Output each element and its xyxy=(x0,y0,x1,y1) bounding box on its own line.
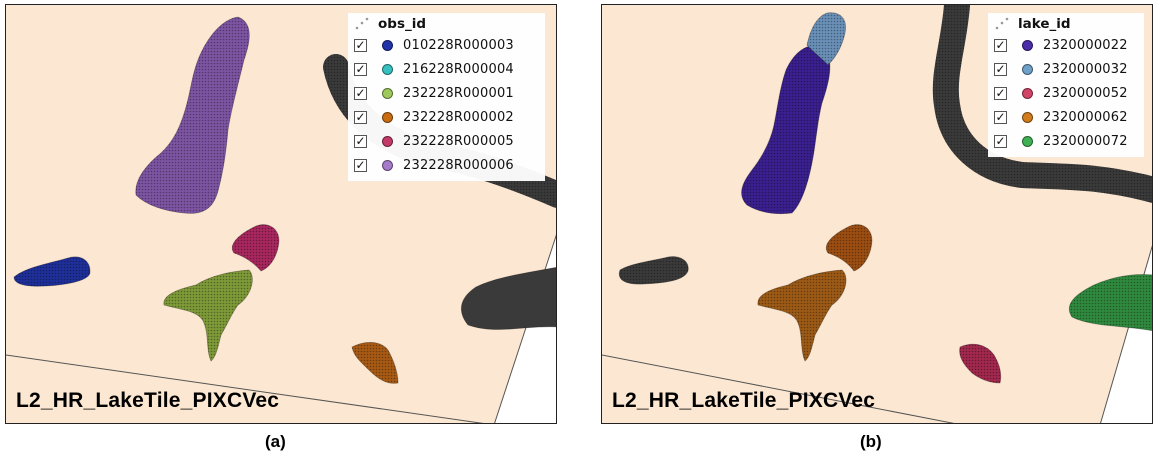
legend-item-label: 2320000022 xyxy=(1043,37,1128,53)
river-feature-right[interactable] xyxy=(460,266,557,330)
legend-item-label: 216228R000004 xyxy=(403,61,514,77)
legend-color-swatch xyxy=(382,87,393,99)
legend-item[interactable]: ✓ 2320000032 xyxy=(992,57,1138,81)
legend-item[interactable]: ✓ 232228R000001 xyxy=(352,81,539,105)
lake-obs-232228R000002-texture xyxy=(352,342,398,384)
legend-item-label: 2320000032 xyxy=(1043,61,1128,77)
legend-item-label: 2320000062 xyxy=(1043,109,1128,125)
panel-tag-a: (a) xyxy=(265,432,286,451)
legend-item[interactable]: ✓ 232228R000002 xyxy=(352,105,539,129)
legend-item[interactable]: ✓ 2320000062 xyxy=(992,105,1138,129)
tile-boundary-line xyxy=(6,354,484,423)
legend-item[interactable]: ✓ 2320000072 xyxy=(992,129,1138,153)
legend-panel-b: lake_id ✓ 2320000022 ✓ 2320000032 ✓ 232000005… xyxy=(988,13,1144,157)
legend-title-text: lake_id xyxy=(1018,16,1071,32)
no-data-area xyxy=(1100,246,1152,423)
lake-id-2320000032-texture xyxy=(807,12,846,65)
points-layer-icon xyxy=(355,17,369,30)
legend-item-label: 2320000072 xyxy=(1043,133,1128,149)
lake-obs-232228R000001-texture xyxy=(163,270,253,361)
legend-item-checkbox[interactable]: ✓ xyxy=(354,157,367,172)
legend-color-swatch xyxy=(382,63,393,75)
legend-color-swatch xyxy=(382,135,393,147)
legend-color-swatch xyxy=(382,39,393,51)
legend-item[interactable]: ✓ 232228R000006 xyxy=(352,153,539,177)
legend-item[interactable]: ✓ 216228R000004 xyxy=(352,57,539,81)
panel-caption: L2_HR_LakeTile_PIXCVec xyxy=(16,389,280,412)
tile-boundary-line xyxy=(1100,245,1152,423)
panel-caption: L2_HR_LakeTile_PIXCVec xyxy=(612,389,876,412)
legend-item[interactable]: ✓ 2320000022 xyxy=(992,33,1138,57)
lake-id-2320000052-texture xyxy=(959,344,1001,383)
lake-obs-232228R000006-texture xyxy=(135,17,250,214)
legend-item-label: 010228R000003 xyxy=(403,37,514,53)
lake-id-2320000062-texture xyxy=(757,270,847,361)
legend-item-label: 232228R000002 xyxy=(403,109,514,125)
lake-obs-010228R000003-texture xyxy=(14,256,91,287)
legend-title: obs_id xyxy=(352,15,539,33)
map-panel-b[interactable]: lake_id ✓ 2320000022 ✓ 2320000032 ✓ 232000005… xyxy=(601,4,1153,424)
legend-color-swatch xyxy=(1022,135,1033,147)
legend-item-checkbox[interactable]: ✓ xyxy=(354,61,367,76)
legend-item-checkbox[interactable]: ✓ xyxy=(354,109,367,124)
legend-item-label: 232228R000005 xyxy=(403,133,514,149)
legend-item[interactable]: ✓ 2320000052 xyxy=(992,81,1138,105)
legend-color-swatch xyxy=(382,159,393,171)
points-layer-icon xyxy=(995,17,1009,30)
legend-color-swatch xyxy=(382,111,393,123)
legend-item-checkbox[interactable]: ✓ xyxy=(994,109,1007,124)
lake-unassigned-left-texture xyxy=(619,256,689,285)
legend-item-checkbox[interactable]: ✓ xyxy=(994,85,1007,100)
legend-color-swatch xyxy=(1022,63,1033,75)
map-panel-a[interactable]: obs_id ✓ 010228R000003 ✓ 216228R000004 ✓ 2322… xyxy=(5,4,557,424)
panel-tag-b: (b) xyxy=(860,432,882,451)
lake-obs-232228R000005-texture xyxy=(232,224,279,271)
legend-item-label: 2320000052 xyxy=(1043,85,1128,101)
legend-panel-a: obs_id ✓ 010228R000003 ✓ 216228R000004 ✓ 2322… xyxy=(348,13,545,181)
legend-item-label: 232228R000006 xyxy=(403,157,514,173)
legend-item-checkbox[interactable]: ✓ xyxy=(354,37,367,52)
legend-color-swatch xyxy=(1022,111,1033,123)
legend-color-swatch xyxy=(1022,87,1033,99)
river-feature-texture xyxy=(932,5,1152,203)
legend-item-checkbox[interactable]: ✓ xyxy=(994,133,1007,148)
legend-item[interactable]: ✓ 232228R000005 xyxy=(352,129,539,153)
legend-item-checkbox[interactable]: ✓ xyxy=(994,61,1007,76)
legend-color-swatch xyxy=(1022,39,1033,51)
legend-item-checkbox[interactable]: ✓ xyxy=(354,133,367,148)
legend-title: lake_id xyxy=(992,15,1138,33)
tile-boundary-line xyxy=(602,354,955,423)
lake-id-2320000062-small-texture xyxy=(826,224,872,271)
legend-item[interactable]: ✓ 010228R000003 xyxy=(352,33,539,57)
legend-item-label: 232228R000001 xyxy=(403,85,514,101)
lake-id-2320000022-texture xyxy=(741,45,830,214)
lake-id-2320000072-texture xyxy=(1069,274,1152,331)
legend-item-checkbox[interactable]: ✓ xyxy=(994,37,1007,52)
legend-item-checkbox[interactable]: ✓ xyxy=(354,85,367,100)
legend-title-text: obs_id xyxy=(378,16,427,32)
